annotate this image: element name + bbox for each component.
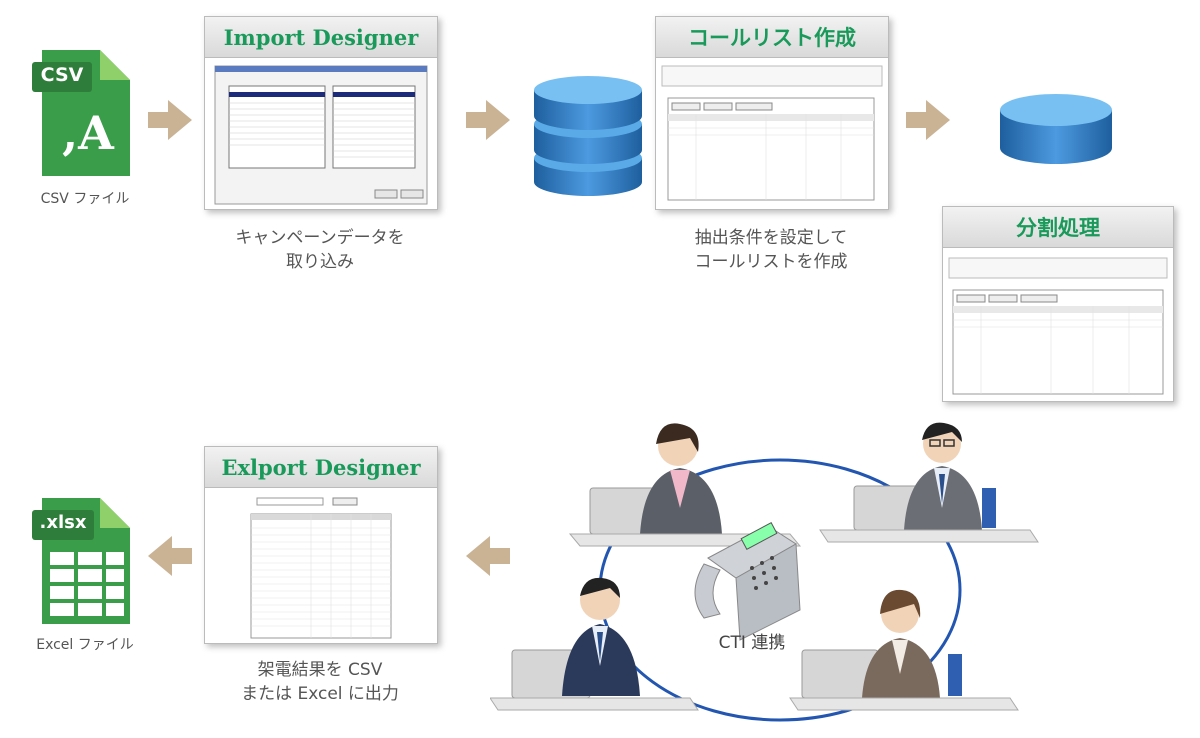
operator-man-bottom-icon	[489, 577, 699, 711]
arrow-right-icon	[148, 100, 192, 144]
csv-file-icon: CSV ,A	[30, 48, 140, 178]
arrow-right-icon	[466, 100, 510, 144]
export-designer-preview	[205, 488, 437, 643]
cti-call-center-illustration: CTI 連携	[489, 418, 1190, 734]
import-designer-window: Import Designer	[204, 16, 438, 210]
cti-label: CTI 連携	[718, 633, 786, 653]
csv-file-caption: CSV ファイル	[40, 191, 130, 207]
calllist-caption: 抽出条件を設定して コールリストを作成	[694, 228, 848, 272]
split-title: 分割処理	[943, 207, 1173, 248]
operator-man-top-icon	[819, 422, 1039, 543]
excel-file-caption: Excel ファイル	[36, 637, 134, 653]
split-preview	[943, 248, 1173, 401]
split-window: 分割処理	[942, 206, 1174, 402]
arrow-left-icon	[148, 536, 192, 580]
excel-tag-label: .xlsx	[39, 512, 87, 533]
desk-phone-icon	[694, 522, 801, 641]
import-caption: キャンペーンデータを 取り込み	[235, 228, 405, 272]
operator-woman-bottom-icon	[789, 589, 1019, 711]
database-single-icon	[998, 92, 1114, 172]
export-designer-window: Exlport Designer	[204, 446, 438, 644]
export-caption: 架電結果を CSV または Excel に出力	[241, 660, 399, 704]
export-designer-title: Exlport Designer	[205, 447, 437, 488]
calllist-preview	[656, 58, 888, 209]
import-designer-preview	[205, 58, 437, 209]
csv-tag-label: CSV	[40, 64, 84, 86]
excel-file-icon: .xlsx	[30, 496, 140, 626]
arrow-left-icon	[466, 536, 510, 580]
operator-woman-top-icon	[568, 423, 802, 547]
csv-glyph: ,A	[62, 106, 114, 160]
import-designer-title: Import Designer	[205, 17, 437, 58]
calllist-title: コールリスト作成	[656, 17, 888, 58]
database-icon	[532, 74, 644, 204]
calllist-window: コールリスト作成	[655, 16, 889, 210]
arrow-right-icon	[906, 100, 950, 144]
